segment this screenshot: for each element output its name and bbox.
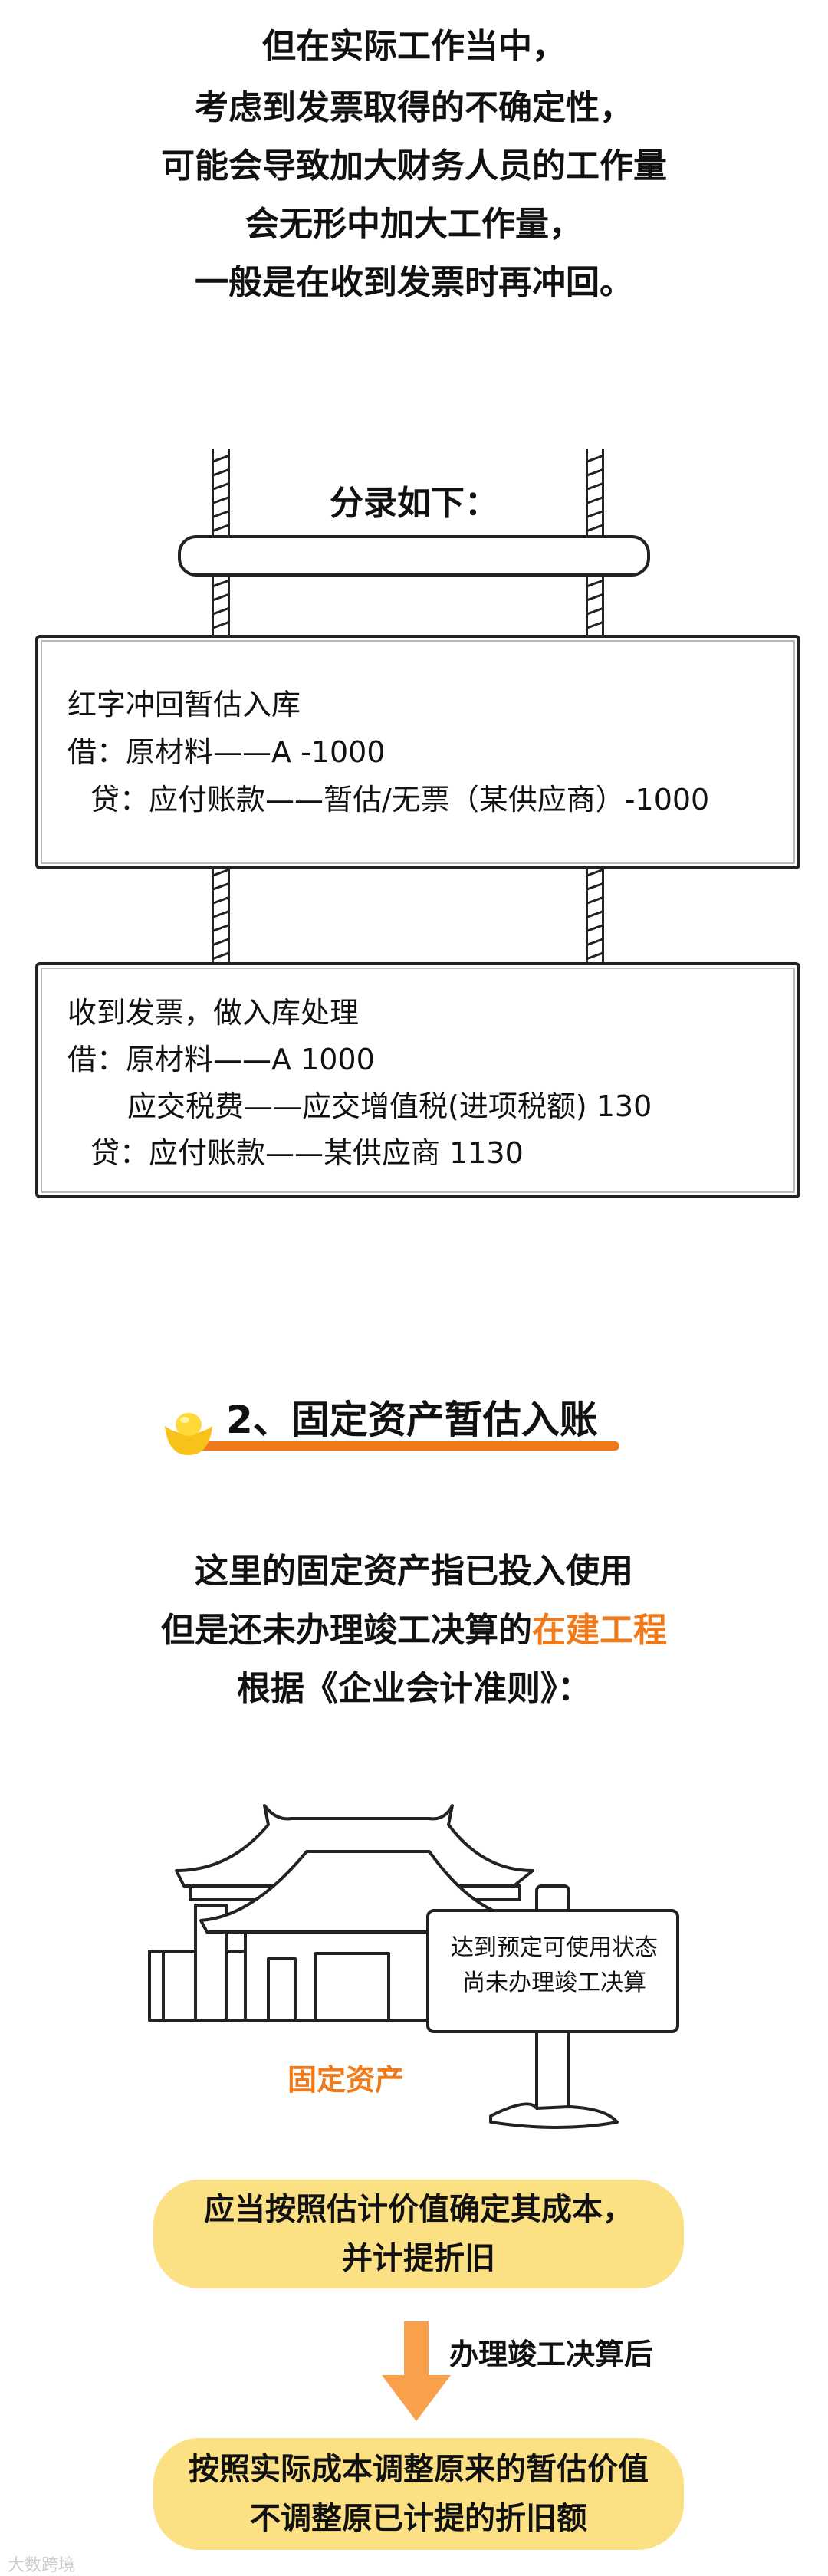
intro-line: 但在实际工作当中， <box>262 27 566 66</box>
watermark: 大数跨境 <box>8 2556 76 2575</box>
sign-line: 达到预定可使用状态 <box>451 1934 658 1961</box>
flow-box-1: 应当按照估计价值确定其成本， 并计提折旧 <box>153 2180 684 2288</box>
para-text: 但是还未办理竣工决算的 <box>161 1611 532 1650</box>
arrow-label: 办理竣工决算后 <box>449 2338 654 2371</box>
intro-line: 考虑到发票取得的不确定性， <box>195 88 633 127</box>
entry-debit: 借：原材料——A 1000 <box>67 1043 375 1076</box>
gold-ingot-icon <box>165 1413 212 1455</box>
para-highlight: 在建工程 <box>532 1611 667 1650</box>
flow-box-text: 并计提折旧 <box>342 2241 495 2276</box>
entry-title: 收到发票，做入库处理 <box>67 996 360 1030</box>
flow-box-text: 应当按照估计价值确定其成本， <box>204 2192 633 2227</box>
sign-board <box>426 1909 679 2033</box>
flow-box-text: 按照实际成本调整原来的暂估价值 <box>189 2452 649 2487</box>
header-underline <box>175 1441 619 1451</box>
plank <box>178 535 650 577</box>
entry-board-2: 收到发票，做入库处理 借：原材料——A 1000 应交税费——应交增值税(进项税… <box>35 962 800 1198</box>
rope-right <box>586 863 604 966</box>
entry-credit: 贷：应付账款——某供应商 1130 <box>90 1136 524 1170</box>
entries-label: 分录如下： <box>330 484 498 523</box>
entry-title: 红字冲回暂估入库 <box>67 688 301 721</box>
entry-board-1: 红字冲回暂估入库 借：原材料——A -1000 贷：应付账款——暂估/无票（某供… <box>35 635 800 869</box>
intro-line: 会无形中加大工作量， <box>245 205 583 244</box>
para-line: 根据《企业会计准则》： <box>237 1669 591 1708</box>
arrow-down-icon <box>382 2321 451 2421</box>
para-line: 这里的固定资产指已投入使用 <box>195 1552 633 1591</box>
section-title: 2、固定资产暂估入账 <box>226 1398 598 1442</box>
entry-debit: 借：原材料——A -1000 <box>67 735 386 769</box>
sign-line: 尚未办理竣工决算 <box>462 1970 646 1996</box>
para-line: 但是还未办理竣工决算的在建工程 <box>0 1608 828 1654</box>
entry-credit: 贷：应付账款——暂估/无票（某供应商）-1000 <box>90 783 710 816</box>
intro-line: 可能会导致加大财务人员的工作量 <box>161 146 667 186</box>
flow-box-2: 按照实际成本调整原来的暂估价值 不调整原已计提的折旧额 <box>153 2438 684 2550</box>
temple-drawing <box>148 1804 679 2129</box>
building-illustration: 达到预定可使用状态 尚未办理竣工决算 固定资产 <box>0 1802 828 2154</box>
flow-box-text: 不调整原已计提的折旧额 <box>250 2501 587 2536</box>
entry-debit-tax: 应交税费——应交增值税(进项税额) 130 <box>127 1089 652 1123</box>
rope-left <box>212 863 230 966</box>
sign-text: 达到预定可使用状态 尚未办理竣工决算 <box>429 1930 679 2001</box>
section-header: 2、固定资产暂估入账 <box>163 1395 623 1457</box>
fixed-asset-caption: 固定资产 <box>288 2063 405 2097</box>
intro-line: 一般是在收到发票时再冲回。 <box>195 263 633 302</box>
